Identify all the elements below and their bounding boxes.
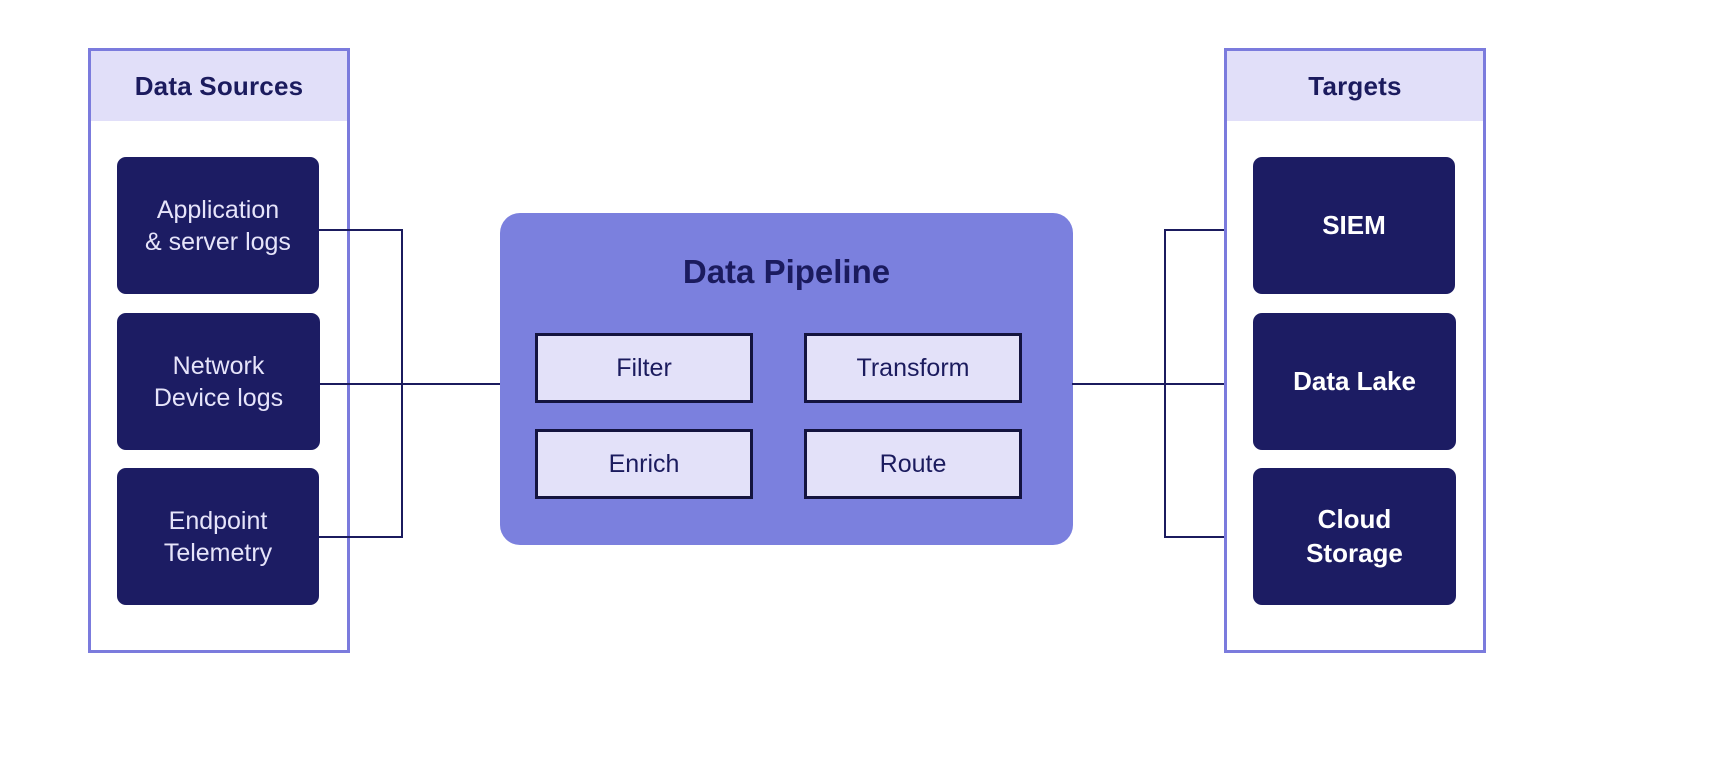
connector-source-endpoint (319, 536, 403, 538)
pipeline-title: Data Pipeline (682, 253, 891, 290)
connector-source-network (320, 383, 502, 385)
connector-target-siem (1164, 229, 1254, 231)
connector-source-application (319, 229, 403, 231)
target-node-label: Cloud Storage (1306, 504, 1403, 568)
target-node-cloud-storage[interactable]: Cloud Storage (1253, 468, 1456, 605)
source-node-endpoint-telemetry[interactable]: Endpoint Telemetry (117, 468, 319, 605)
connector-target-cloud-storage (1164, 536, 1254, 538)
pipeline-stage-enrich[interactable]: Enrich (535, 429, 753, 499)
target-node-siem[interactable]: SIEM (1253, 157, 1455, 294)
source-node-application-server-logs[interactable]: Application & server logs (117, 157, 319, 294)
pipeline-stage-filter[interactable]: Filter (535, 333, 753, 403)
source-node-network-device-logs[interactable]: Network Device logs (117, 313, 320, 450)
source-node-label: Network Device logs (153, 351, 284, 412)
data-sources-header: Data Sources (91, 51, 347, 121)
pipeline-stage-route[interactable]: Route (804, 429, 1022, 499)
pipeline-stage-transform[interactable]: Transform (804, 333, 1022, 403)
source-node-label: Endpoint Telemetry (163, 506, 273, 567)
targets-header: Targets (1227, 51, 1483, 121)
connector-source-bus (401, 229, 403, 538)
data-pipeline-panel: Data Pipeline Filter Transform Enrich Ro… (500, 213, 1073, 545)
connector-pipeline-out (1072, 383, 1254, 385)
source-node-label: Application & server logs (145, 195, 291, 256)
connector-target-bus (1164, 229, 1166, 538)
target-node-label: Data Lake (1293, 365, 1416, 396)
target-node-label: SIEM (1322, 209, 1386, 240)
target-node-data-lake[interactable]: Data Lake (1253, 313, 1456, 450)
